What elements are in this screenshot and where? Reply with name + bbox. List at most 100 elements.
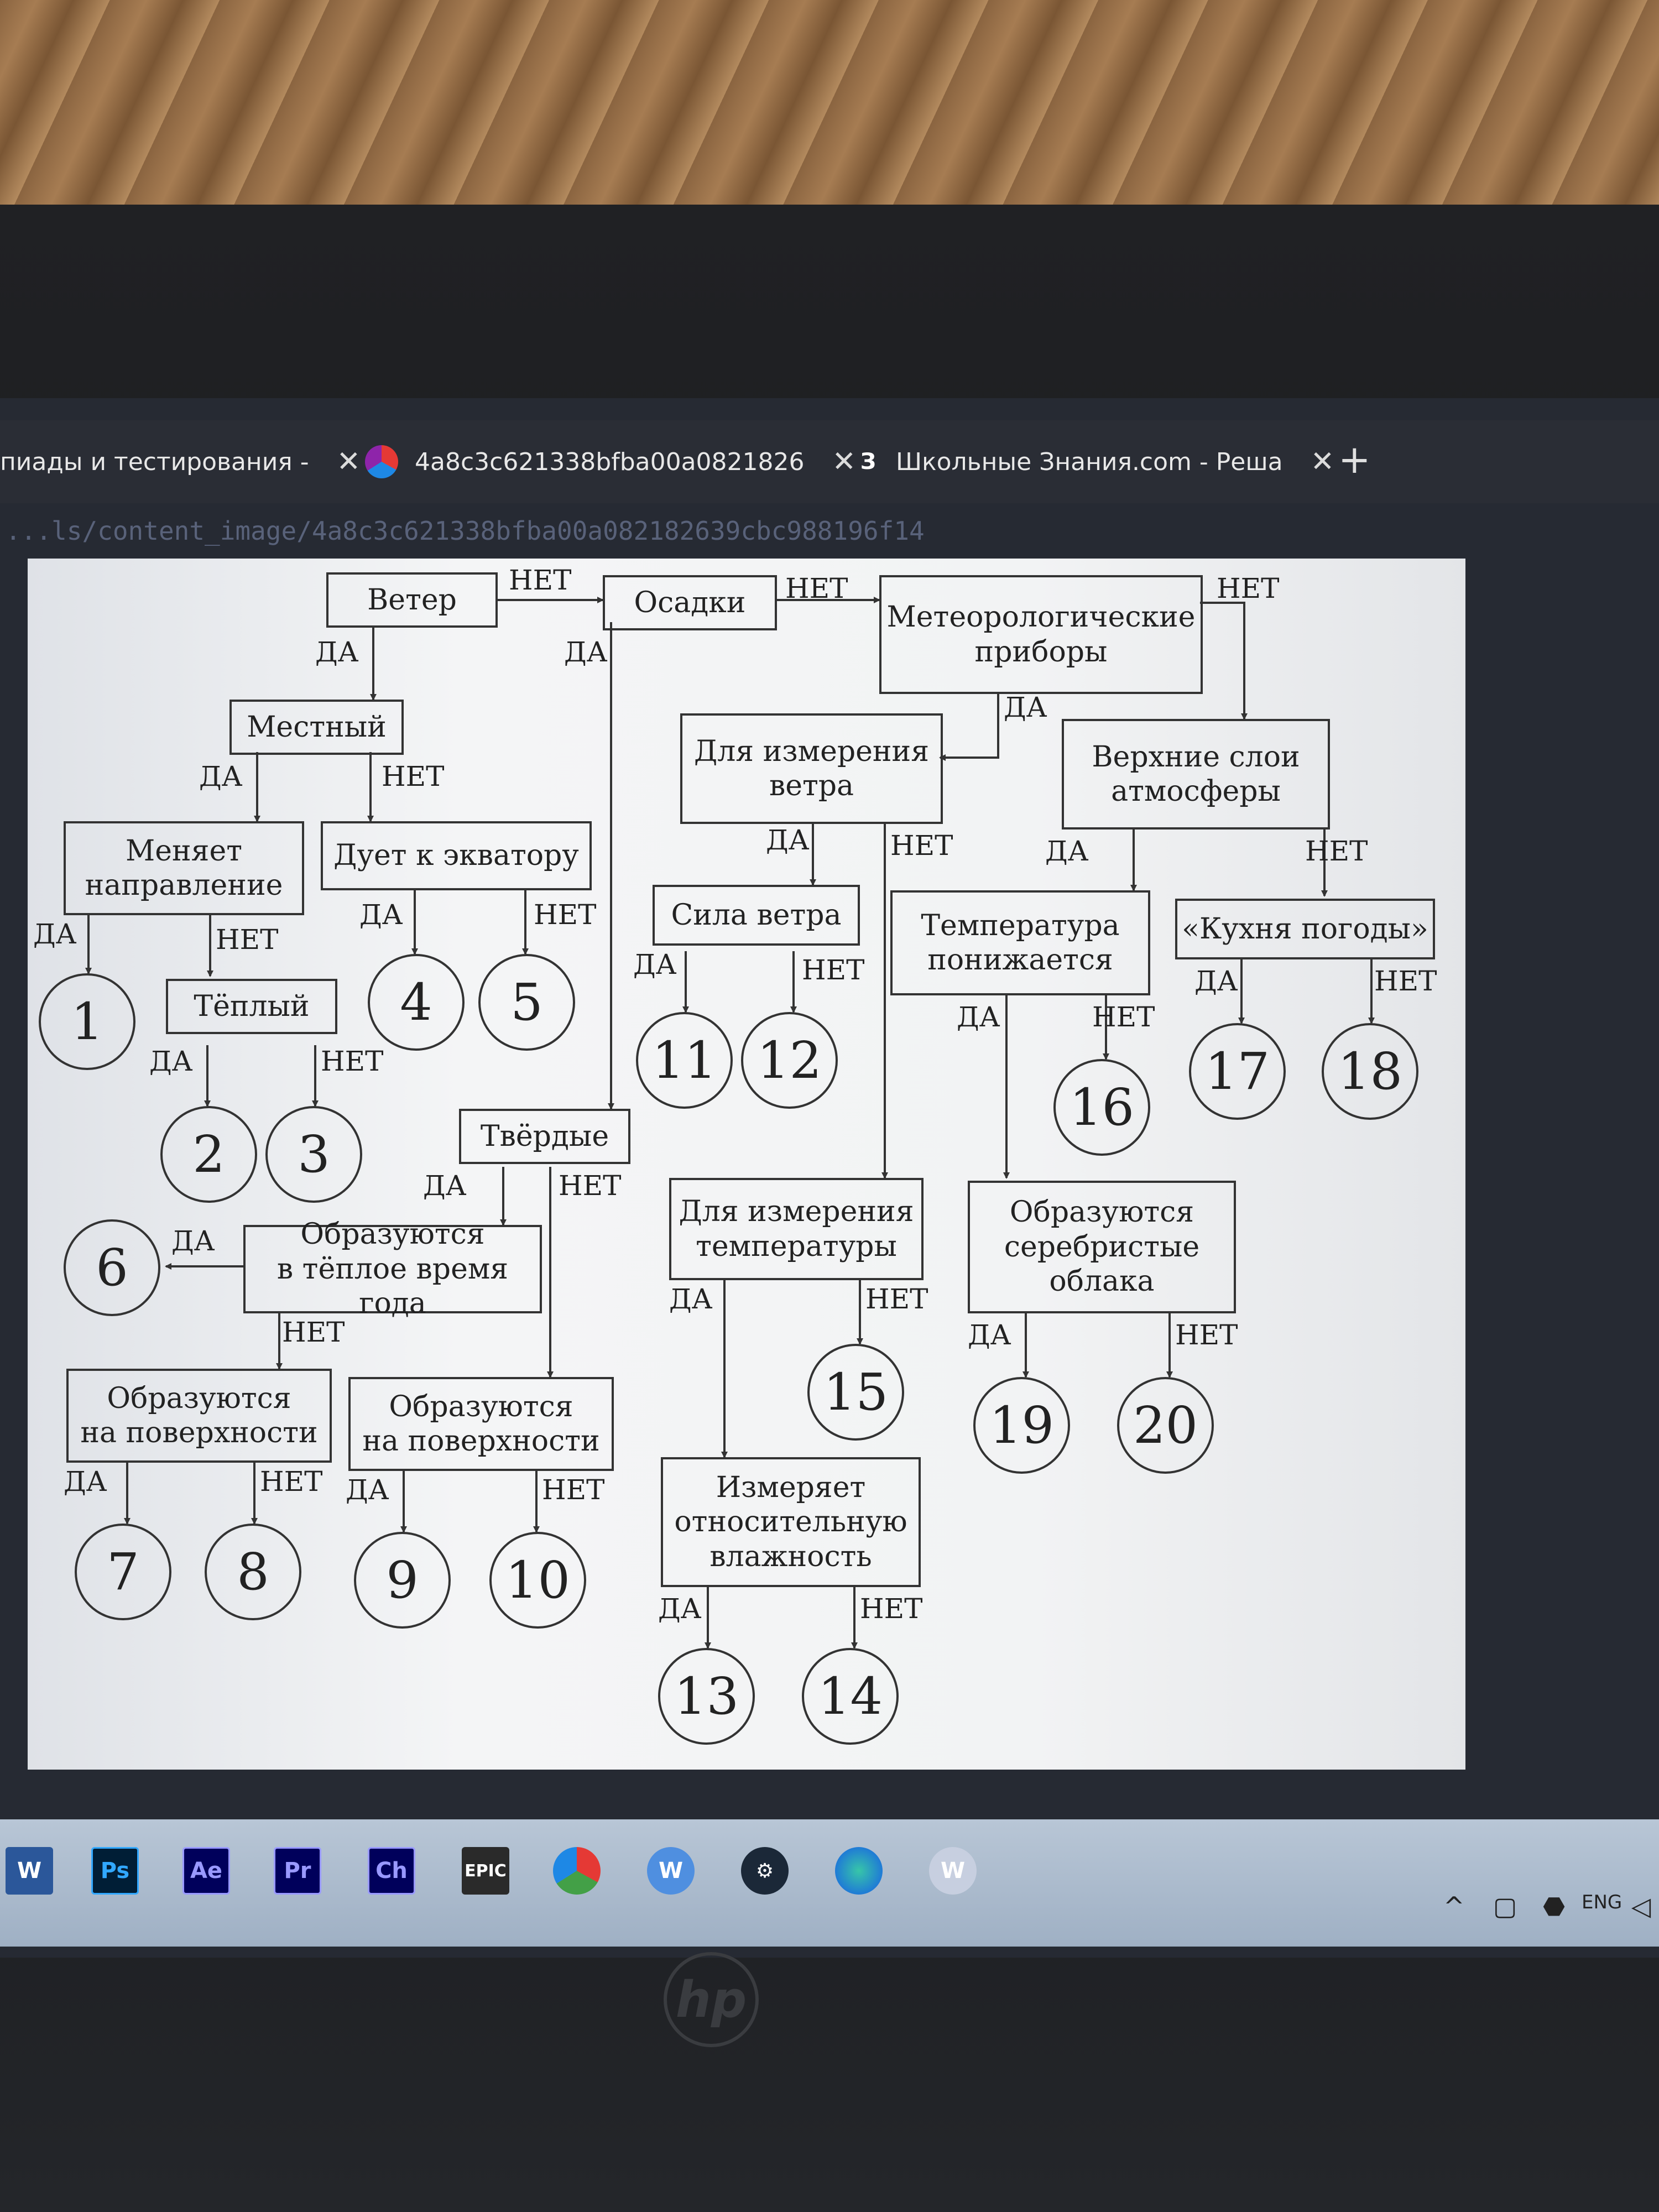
label-net: НЕТ: [509, 564, 572, 596]
steam-app-icon[interactable]: ⚙: [741, 1847, 789, 1895]
label-net: НЕТ: [282, 1316, 345, 1348]
premiere-app-icon[interactable]: Pr: [274, 1847, 321, 1895]
character-animator-app-icon[interactable]: Ch: [368, 1847, 415, 1895]
outcome-18: 18: [1322, 1023, 1418, 1120]
outcome-3: 3: [265, 1106, 362, 1203]
label-da: ДА: [766, 824, 810, 856]
outcome-17: 17: [1189, 1023, 1286, 1120]
node-vlazhnost: Измеряет относительную влажность: [661, 1457, 921, 1587]
tray-meet-icon[interactable]: ▢: [1493, 1891, 1517, 1921]
tab-olympiads[interactable]: пиады и тестирования - ✕: [0, 420, 361, 503]
epic-games-app-icon[interactable]: EPIC: [462, 1847, 509, 1895]
outcome-11: 11: [636, 1012, 733, 1109]
node-osadki: Осадки: [603, 575, 777, 630]
outcome-13: 13: [658, 1648, 755, 1745]
node-tverdye: Твёрдые: [459, 1109, 630, 1164]
tray-language[interactable]: ENG: [1582, 1891, 1623, 1913]
outcome-8: 8: [205, 1524, 301, 1620]
outcome-12: 12: [741, 1012, 838, 1109]
node-sila: Сила ветра: [653, 885, 860, 946]
new-tab-button[interactable]: +: [1338, 437, 1371, 482]
label-net: НЕТ: [542, 1474, 605, 1506]
close-icon[interactable]: ✕: [832, 445, 857, 478]
tab-label: Школьные Знания.com - Реша: [896, 447, 1283, 476]
label-da: ДА: [64, 1465, 107, 1498]
label-net: НЕТ: [382, 760, 445, 792]
outcome-9: 9: [354, 1532, 451, 1629]
label-da: ДА: [957, 1001, 1000, 1033]
outcome-19: 19: [973, 1377, 1070, 1474]
tab-label: пиады и тестирования -: [0, 447, 309, 476]
label-net: НЕТ: [559, 1170, 622, 1202]
decision-tree-diagram: Ветер Осадки Метеорологические приборы М…: [28, 559, 1465, 1770]
photo-background-wall: [0, 0, 1659, 205]
image-tab-favicon-icon: [365, 445, 398, 478]
address-bar[interactable]: ...ls/content_image/4a8c3c621338bfba00a0…: [6, 516, 925, 546]
label-net: НЕТ: [216, 924, 279, 956]
node-verkhnie: Верхние слои атмосферы: [1062, 719, 1330, 830]
znania-favicon-icon: З: [860, 449, 877, 474]
label-da: ДА: [1045, 835, 1089, 867]
edge-meteo-verkhnie: [1200, 602, 1248, 720]
tab-znania[interactable]: З Школьные Знания.com - Реша ✕: [857, 420, 1334, 503]
label-net: НЕТ: [1092, 1001, 1155, 1033]
node-obraz-teplo: Образуются в тёплое время года: [243, 1218, 542, 1320]
label-net: НЕТ: [865, 1283, 928, 1315]
wps-app-icon[interactable]: W: [647, 1847, 695, 1895]
label-net: НЕТ: [860, 1593, 923, 1625]
edge-meteo-izmvetra: [939, 694, 999, 761]
node-temp-pon: Температура понижается: [890, 890, 1150, 995]
label-da: ДА: [315, 636, 359, 668]
label-da: ДА: [171, 1225, 215, 1257]
tray-volume-icon[interactable]: ◁: [1631, 1891, 1651, 1921]
node-veter: Ветер: [326, 572, 498, 628]
label-net: НЕТ: [890, 830, 953, 862]
label-da: ДА: [669, 1283, 713, 1315]
label-net: НЕТ: [802, 954, 865, 986]
label-net: НЕТ: [321, 1045, 384, 1077]
after-effects-app-icon[interactable]: Ae: [182, 1847, 230, 1895]
hp-logo-icon: hp: [664, 1952, 759, 2047]
node-kukhnya: «Кухня погоды»: [1175, 899, 1435, 959]
edge-app-icon[interactable]: [835, 1847, 883, 1895]
label-net: НЕТ: [1217, 572, 1280, 604]
outcome-20: 20: [1117, 1377, 1214, 1474]
label-da: ДА: [149, 1045, 193, 1077]
node-meteo: Метеорологические приборы: [879, 575, 1203, 694]
wps-office-app-icon[interactable]: W: [929, 1847, 977, 1895]
close-icon[interactable]: ✕: [336, 445, 361, 478]
outcome-5: 5: [478, 954, 575, 1051]
node-duet: Дует к экватору: [321, 821, 592, 890]
label-net: НЕТ: [260, 1465, 323, 1498]
chrome-app-icon[interactable]: [553, 1847, 601, 1895]
label-net: НЕТ: [534, 899, 597, 931]
tray-chevron-icon[interactable]: ^: [1443, 1891, 1465, 1921]
node-izm-vetra: Для измерения ветра: [680, 713, 943, 824]
tab-image[interactable]: 4a8c3c621338bfba00a0821826 ✕: [365, 420, 856, 503]
outcome-6: 6: [64, 1219, 160, 1316]
label-da: ДА: [564, 636, 608, 668]
node-teply: Тёплый: [166, 979, 337, 1034]
outcome-15: 15: [807, 1344, 904, 1441]
photoshop-app-icon[interactable]: Ps: [91, 1847, 139, 1895]
node-obraz-pov-2: Образуются на поверхности: [348, 1377, 614, 1471]
label-da: ДА: [199, 760, 243, 792]
outcome-2: 2: [160, 1106, 257, 1203]
outcome-14: 14: [802, 1648, 899, 1745]
tray-security-icon[interactable]: ⬣: [1543, 1891, 1566, 1921]
word-app-icon[interactable]: W: [6, 1847, 53, 1895]
outcome-16: 16: [1053, 1059, 1150, 1156]
node-izm-temp: Для измерения температуры: [669, 1178, 924, 1280]
node-serebr: Образуются серебристые облака: [968, 1181, 1236, 1313]
outcome-4: 4: [368, 954, 465, 1051]
outcome-1: 1: [39, 973, 135, 1070]
label-net: НЕТ: [785, 572, 848, 604]
label-net: НЕТ: [1175, 1319, 1238, 1351]
diagram-connectors: [85, 597, 1375, 1649]
label-da: ДА: [658, 1593, 702, 1625]
close-icon[interactable]: ✕: [1310, 445, 1335, 478]
label-da: ДА: [346, 1474, 389, 1506]
browser-tab-bar: [0, 420, 1659, 503]
node-mestny: Местный: [229, 700, 404, 755]
label-da: ДА: [968, 1319, 1011, 1351]
